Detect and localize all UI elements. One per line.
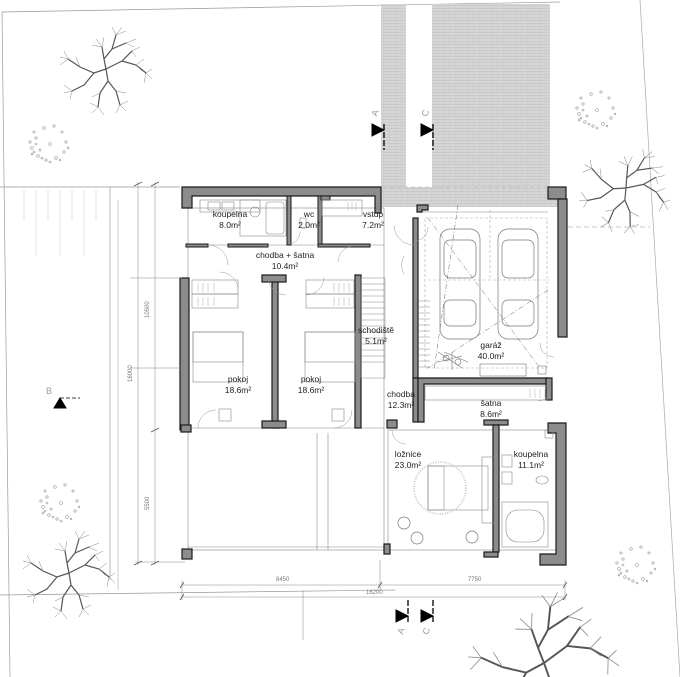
- dimension-vertical: 16000: [128, 365, 134, 382]
- room-name: schodiště: [358, 325, 394, 335]
- section-markers: [53, 123, 435, 623]
- room-area: 23.0m²: [394, 460, 422, 470]
- shrub-icon: [575, 90, 617, 130]
- room-name: ložnice: [394, 449, 422, 459]
- room-area: 18.6m²: [224, 385, 252, 395]
- room-name: garáž: [480, 340, 502, 350]
- room-area: 12.3m²: [387, 400, 415, 410]
- room-area: 10.4m²: [271, 261, 299, 271]
- walls: [179, 186, 568, 566]
- room-name: wc: [303, 209, 315, 219]
- room-name: šatna: [480, 398, 502, 408]
- room-name: pokoj: [300, 374, 322, 384]
- room-area: 7.2m²: [362, 220, 384, 230]
- room-area: 11.1m²: [518, 460, 544, 470]
- car-icon: [497, 228, 539, 340]
- room-name: pokoj: [227, 374, 249, 384]
- room-area: 8.6m²: [480, 409, 502, 419]
- shrub-icon: [28, 124, 70, 164]
- dimension-vertical: 10500: [145, 301, 151, 318]
- dimension-horizontal: 8450: [276, 577, 290, 583]
- room-name: chodba + šatna: [255, 250, 315, 260]
- room-area: 5.1m²: [365, 336, 387, 346]
- dimension-horizontal: 7750: [468, 577, 482, 583]
- room-area: 8.0m²: [219, 220, 241, 230]
- tree-icon: [59, 26, 153, 116]
- driveway-paving: [381, 4, 565, 207]
- room-area: 2.0m²: [298, 220, 320, 230]
- room-name: vstup: [362, 209, 384, 219]
- room-name: chodba: [387, 389, 415, 399]
- tree-icon: [569, 134, 680, 245]
- shrub-icon: [39, 483, 81, 523]
- tree-icon: [22, 530, 116, 620]
- dimension-horizontal: 16200: [366, 590, 383, 596]
- room-area: 40.0m²: [477, 351, 505, 361]
- section-label-b: B: [46, 386, 53, 396]
- car-icon: [439, 228, 481, 340]
- room-name: koupelna: [513, 449, 549, 459]
- room-area: 18.6m²: [297, 385, 325, 395]
- shrub-icon: [615, 545, 657, 585]
- dimension-vertical: 5500: [145, 496, 151, 510]
- tree-icon: [458, 583, 631, 677]
- room-name: koupelna: [212, 209, 248, 219]
